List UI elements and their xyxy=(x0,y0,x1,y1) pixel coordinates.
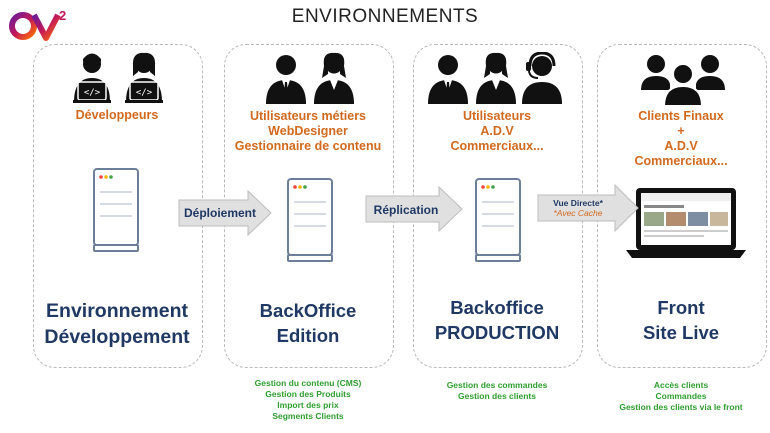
svg-text:2: 2 xyxy=(59,8,66,23)
deployment-arrow xyxy=(178,190,272,236)
cache-note: *Avec Cache xyxy=(553,208,603,218)
env-title-development: Environnement Développement xyxy=(44,300,190,348)
env-title-backoffice-production: Backoffice PRODUCTION xyxy=(434,297,560,343)
server-icon xyxy=(475,178,521,262)
ov2-logo: 2 xyxy=(9,8,66,41)
roles-front-live: Clients Finaux + A.D.V Commerciaux... xyxy=(634,109,728,168)
replication-label: Réplication xyxy=(373,203,439,217)
svg-text:</>: </> xyxy=(136,88,153,98)
roles-backoffice-production: Utilisateurs A.D.V Commerciaux... xyxy=(450,109,544,153)
page-title: ENVIRONNEMENTS xyxy=(291,6,479,27)
svg-text:</>: </> xyxy=(84,88,101,98)
developers-icon: </> </> xyxy=(73,52,163,103)
features-front-live: Accès clients Commandes Gestion des clie… xyxy=(619,380,743,412)
env-title-front-live: Front Site Live xyxy=(642,297,720,343)
server-icon xyxy=(93,168,139,252)
roles-backoffice-edition: Utilisateurs métiers WebDesigner Gestion… xyxy=(234,109,382,153)
business-users-icon xyxy=(266,52,354,104)
direct-view-label: Vue Directe* *Avec Cache xyxy=(541,198,615,218)
laptop-website-icon xyxy=(626,188,746,258)
clients-group-icon xyxy=(641,55,725,106)
deployment-label: Déploiement xyxy=(183,206,256,220)
direct-view-arrow xyxy=(537,184,639,232)
roles-development: Développeurs xyxy=(75,108,159,122)
replication-arrow xyxy=(365,186,463,232)
features-backoffice-edition: Gestion du contenu (CMS) Gestion des Pro… xyxy=(254,378,362,421)
production-users-icon xyxy=(428,52,562,104)
server-icon xyxy=(287,178,333,262)
features-backoffice-production: Gestion des commandes Gestion des client… xyxy=(446,380,548,401)
env-title-backoffice-edition: BackOffice Edition xyxy=(259,300,357,346)
